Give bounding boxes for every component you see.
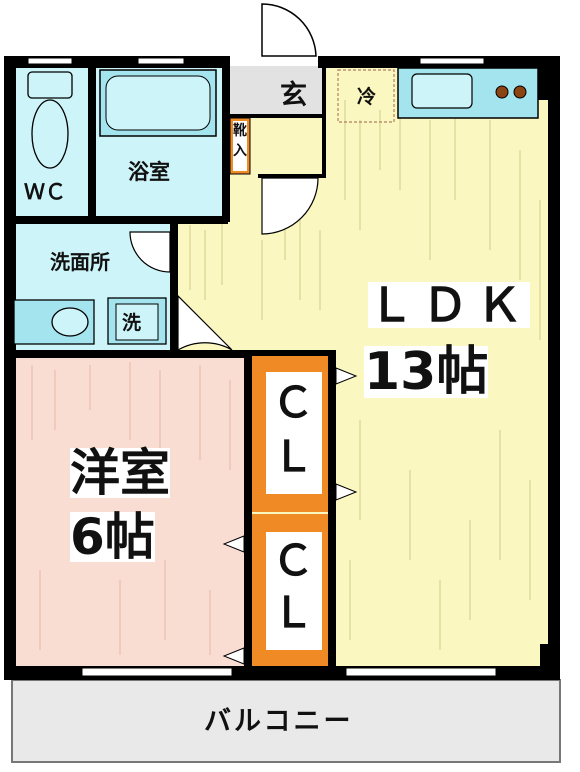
entrance-door — [261, 3, 317, 57]
western-room-size: 6帖 — [70, 508, 155, 566]
bathroom-label: 浴室 — [128, 160, 170, 184]
entrance-floor — [230, 66, 326, 116]
balcony-floor — [11, 679, 561, 763]
fridge-space — [337, 69, 395, 123]
wash-basin — [13, 299, 95, 345]
closet-bottom-label-l: Ｌ — [272, 588, 315, 637]
entrance-label: 玄 — [280, 80, 307, 111]
interior-doors — [129, 177, 319, 352]
balcony-label: バルコニー — [204, 706, 354, 737]
western-room-name: 洋室 — [70, 444, 170, 502]
kitchen-counter — [397, 67, 539, 119]
closet-top-label-l: Ｌ — [272, 432, 315, 481]
toilet — [27, 71, 73, 169]
windows — [27, 57, 497, 677]
closet-top-label-c: Ｃ — [272, 378, 315, 427]
closet-door-marks — [222, 367, 358, 665]
washroom-label: 洗面所 — [50, 250, 110, 274]
ldk-floor-texture — [189, 100, 541, 650]
ldk-name: ＬＤＫ — [368, 278, 530, 332]
shoe-box-label-1: 靴 — [233, 123, 247, 139]
washer-label: 洗 — [122, 312, 142, 334]
closet-bottom-inner — [266, 532, 322, 650]
wc-label: ＷＣ — [24, 180, 66, 204]
ldk-size: 13帖 — [364, 342, 489, 402]
fridge-label: 冷 — [357, 86, 377, 108]
closet-bottom-label-c: Ｃ — [272, 536, 315, 585]
closet-top-inner — [266, 372, 322, 494]
bathtub — [99, 69, 217, 137]
shoe-box-label-2: 入 — [233, 143, 247, 159]
western-floor-texture — [31, 362, 231, 655]
